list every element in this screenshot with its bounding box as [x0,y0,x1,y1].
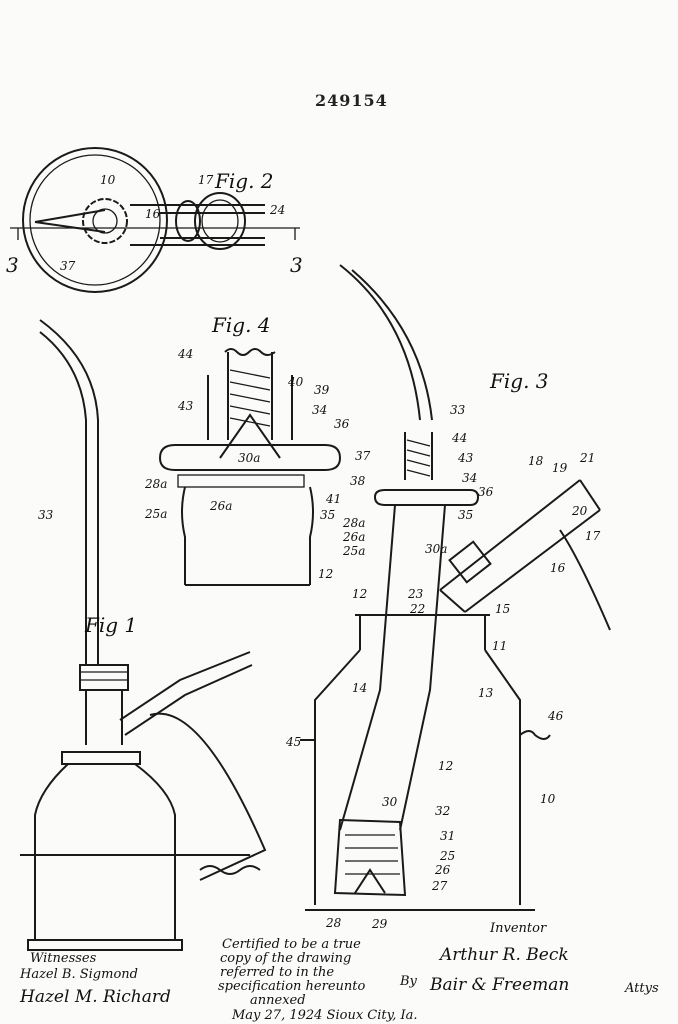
ref-numeral: 34 [312,403,327,417]
ref-numeral: 36 [334,417,350,431]
ref-numeral: 18 [528,454,544,468]
figure-3-title: Fig. 3 [489,369,549,393]
ref-numeral: 46 [547,709,564,723]
ref-numeral: 28a [144,477,167,491]
ref-numeral: 16 [550,561,566,575]
attorney-signature: Bair & Freeman [429,975,569,995]
figure-2-labels: 10 17 16 24 37 3 3 [6,173,303,277]
certification-line: copy of the drawing [220,951,351,966]
figure-3-labels: 33 44 43 34 36 35 18 19 21 20 17 16 28a … [285,403,601,931]
ref-numeral: 40 [287,375,304,389]
ref-numeral: 30a [238,451,260,465]
figure-4-drawing [159,348,342,586]
footer: Inventor Arthur R. Beck By Bair & Freema… [19,921,659,1023]
certification-line: annexed [250,993,306,1008]
figure-1-title: Fig 1 [84,613,137,637]
attys-suffix: Attys [624,981,659,996]
ref-numeral: 37 [60,259,76,273]
ref-numeral: 31 [440,829,455,843]
witness-1-signature: Hazel B. Sigmond [19,967,138,982]
ref-numeral: 10 [100,173,116,187]
ref-numeral: 29 [371,917,388,931]
ref-numeral: 20 [571,504,588,518]
ref-numeral: 35 [320,508,335,522]
ref-numeral: 12 [318,567,333,581]
certification-line: Certified to be a true [222,937,361,952]
inventor-heading: Inventor [489,921,547,936]
ref-numeral: 37 [355,449,371,463]
ref-numeral: 26a [209,499,232,513]
ref-numeral: 17 [198,173,214,187]
ref-numeral: 44 [177,347,193,361]
date-place: May 27, 1924 Sioux City, Ia. [231,1008,418,1023]
ref-numeral: 33 [38,508,54,522]
ref-numeral: 17 [585,529,601,543]
ref-numeral: 12 [438,759,453,773]
ref-numeral: 25 [439,849,455,863]
ref-numeral: 25a [144,507,167,521]
ref-numeral: 28 [325,916,342,930]
figure-2-title: Fig. 2 [214,169,274,193]
figure-1-drawing [20,319,267,951]
ref-numeral: 38 [350,474,366,488]
certification-line: referred to in the [220,965,334,980]
ref-numeral: 26a [342,530,365,544]
ref-numeral: 19 [552,461,568,475]
ref-numeral: 26 [434,863,451,877]
ref-numeral: 36 [478,485,494,499]
figure-2-drawing [10,147,300,293]
ref-numeral: 14 [352,681,367,695]
ref-numeral: 34 [462,471,477,485]
ref-numeral: 10 [540,792,556,806]
patent-number: 249154 [315,91,388,110]
ref-numeral: 24 [269,203,285,217]
ref-numeral: 25a [342,544,365,558]
ref-numeral: 27 [431,879,448,893]
ref-numeral: 13 [478,686,494,700]
inventor-signature: Arthur R. Beck [438,945,569,965]
ref-numeral: 43 [457,451,474,465]
ref-numeral: 15 [495,602,510,616]
ref-numeral: 22 [409,602,425,616]
ref-numeral: 30a [425,542,447,556]
ref-numeral: 30 [382,795,398,809]
ref-numeral: 11 [492,639,507,653]
section-line-label: 3 [290,253,303,277]
figure-3-drawing [300,264,611,911]
ref-numeral: 39 [314,383,330,397]
ref-numeral: 12 [352,587,367,601]
ref-numeral: 44 [451,431,467,445]
ref-numeral: 41 [325,492,341,506]
ref-numeral: 35 [458,508,473,522]
ref-numeral: 23 [407,587,424,601]
ref-numeral: 21 [579,451,595,465]
figure-4-labels: 44 43 40 39 34 36 37 30a 28a 26a 38 41 3… [38,347,371,581]
ref-numeral: 16 [145,207,161,221]
by-label: By [399,974,418,989]
ref-numeral: 45 [285,735,301,749]
ref-numeral: 33 [450,403,466,417]
certification-line: specification hereunto [218,979,365,994]
ref-numeral: 43 [177,399,194,413]
section-line-label: 3 [6,253,19,277]
ref-numeral: 32 [435,804,450,818]
figure-4-title: Fig. 4 [211,313,271,337]
ref-numeral: 28a [342,516,365,530]
witnesses-heading: Witnesses [30,951,97,966]
witness-2-signature: Hazel M. Richard [19,987,171,1007]
